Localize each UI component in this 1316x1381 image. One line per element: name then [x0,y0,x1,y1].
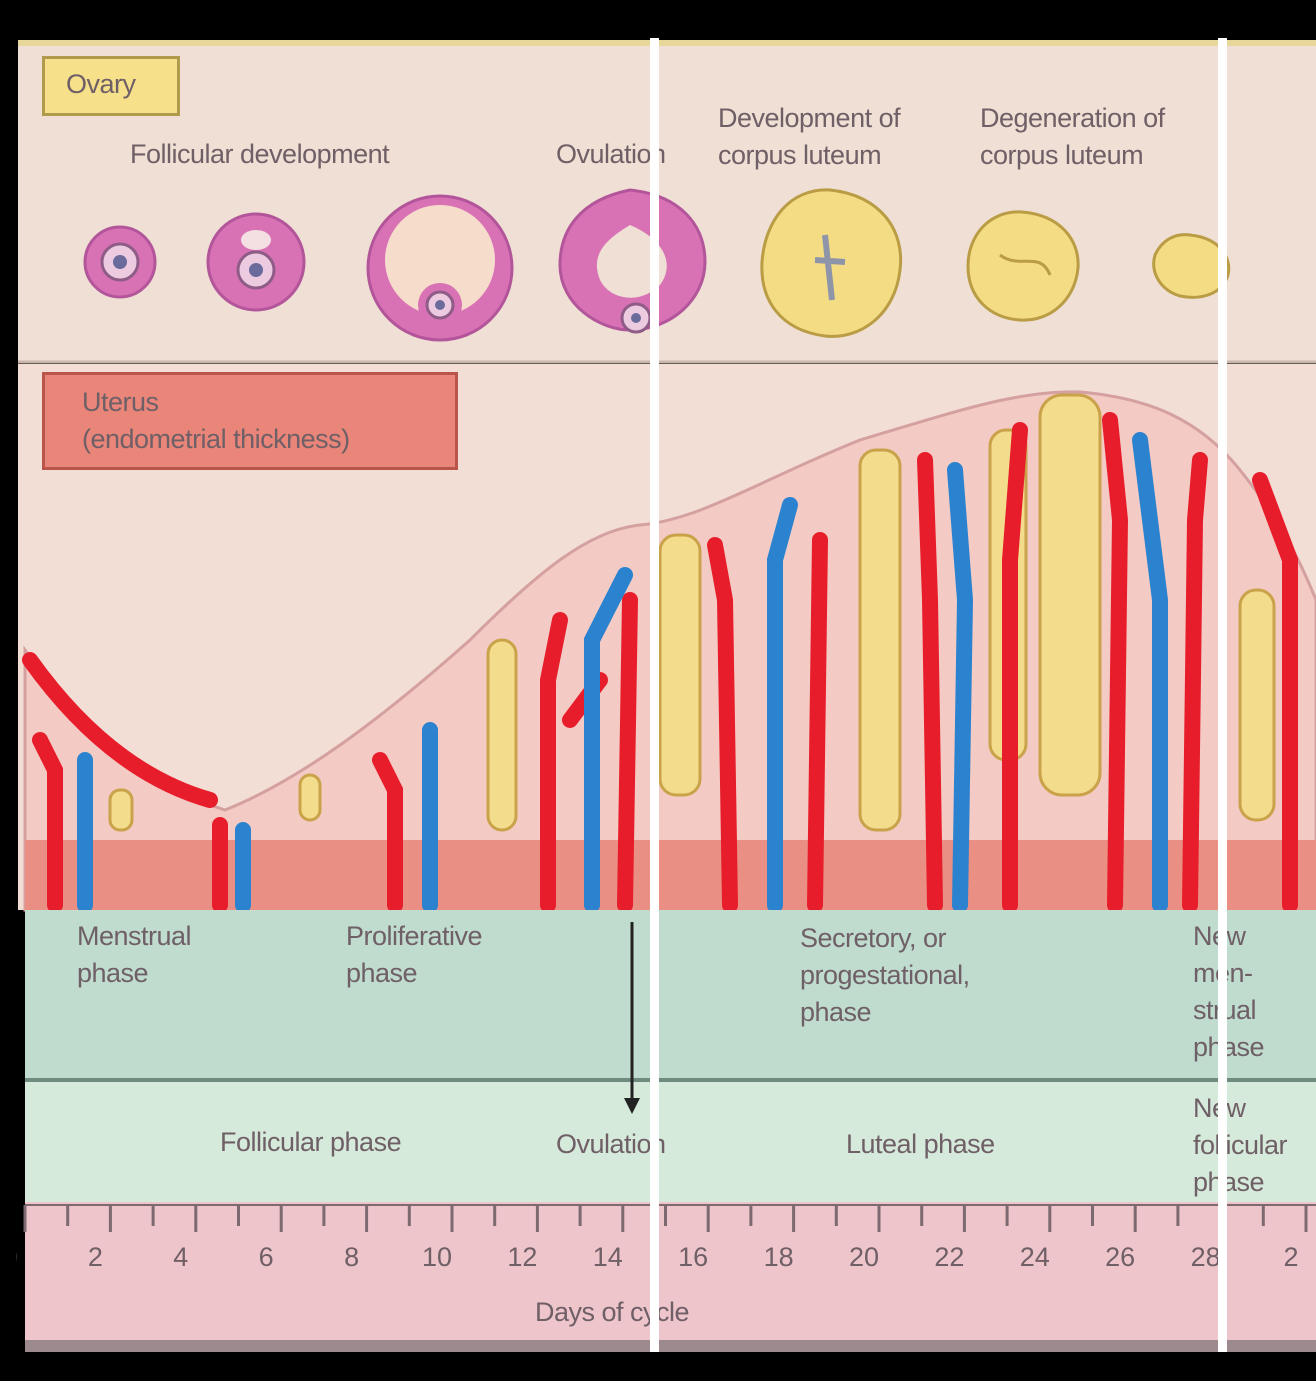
axis-tick-label: 2 [1261,1242,1316,1273]
frame-top [0,0,1316,38]
axis-tick-label: 14 [578,1242,638,1273]
development-corpus-luteum-label: Development of corpus luteum [718,100,900,174]
axis-tick-label: 24 [1005,1242,1065,1273]
panel-seam-left [650,12,659,1381]
follicle-stage-2 [208,214,304,310]
axis-tick-label: 6 [236,1242,296,1273]
degeneration-corpus-luteum-label: Degeneration of corpus luteum [980,100,1165,174]
frame-bottom [0,1352,1316,1381]
luteal-phase-label: Luteal phase [846,1126,995,1163]
uterus-label: Uterus (endometrial thickness) [82,384,350,458]
axis-tick-label: 4 [151,1242,211,1273]
follicle-stage-1 [85,227,155,297]
axis-tick-label: 20 [834,1242,894,1273]
axis-tick-label: 16 [663,1242,723,1273]
frame-left [0,0,16,1381]
new-menstrual-phase-label: New men- strual phase [1193,918,1264,1066]
proliferative-phase-label: Proliferative phase [346,918,482,992]
ovary-panel-top-border [18,40,1316,46]
follicular-development-label: Follicular development [130,136,389,173]
menstrual-phase-label: Menstrual phase [77,918,191,992]
axis-tick-label: 12 [492,1242,552,1273]
panel-seam-right [1218,12,1227,1381]
ovarian-phase-band [25,1082,1316,1202]
axis-tick-label: 10 [407,1242,467,1273]
ovary-label: Ovary [66,66,136,103]
follicular-phase-label: Follicular phase [220,1124,401,1161]
uterine-phase-band [25,910,1316,1080]
corpus-luteum-degenerating [968,212,1078,320]
corpus-luteum-developing [762,190,901,337]
ovulating-follicle [560,190,705,332]
new-follicular-phase-label: New follicular phase [1193,1090,1287,1201]
secretory-phase-label: Secretory, or progestational, phase [800,920,970,1031]
axis-tick-label: 18 [749,1242,809,1273]
axis-tick-label: 2 [65,1242,125,1273]
follicle-stage-3 [368,196,512,340]
axis-tick-label: 8 [322,1242,382,1273]
axis-tick-label: 22 [919,1242,979,1273]
axis-tick-label: 26 [1090,1242,1150,1273]
days-of-cycle-label: Days of cycle [535,1294,689,1331]
